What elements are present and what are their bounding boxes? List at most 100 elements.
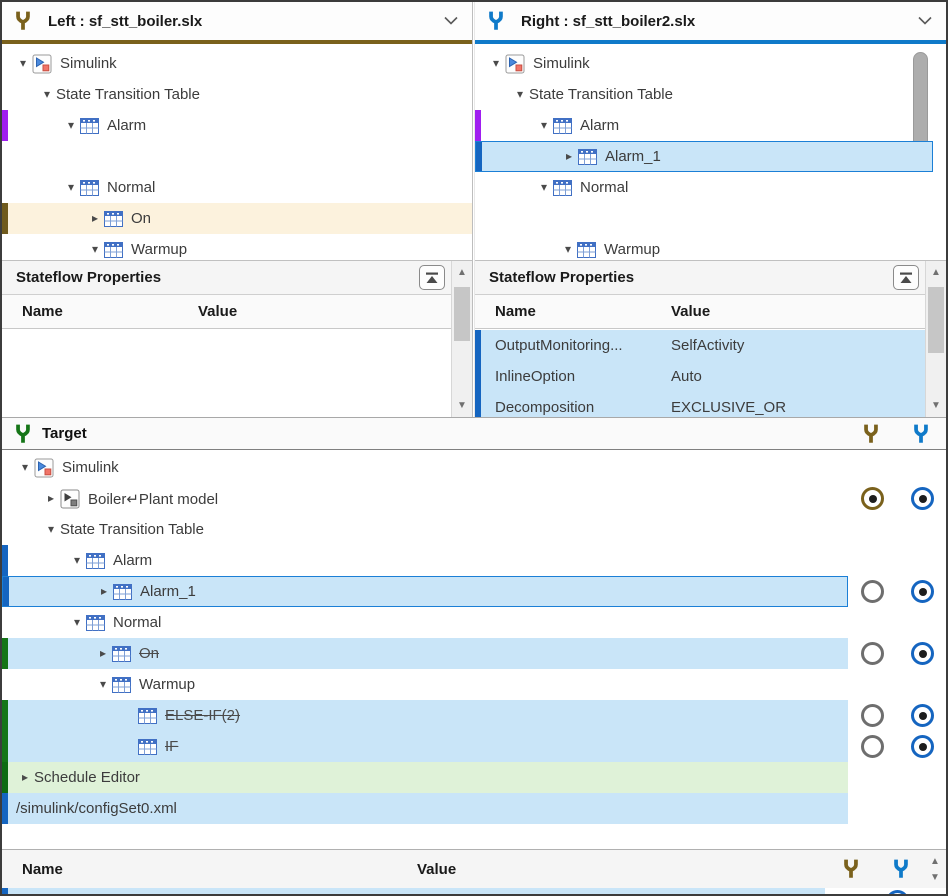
scroll-thumb[interactable]	[928, 287, 944, 353]
collapse-button[interactable]	[419, 265, 445, 290]
bottom-scrollbar[interactable]: ▲ ▼	[926, 854, 944, 888]
collapse-button[interactable]	[893, 265, 919, 290]
twisty-collapsed-icon[interactable]: ▸	[91, 211, 99, 225]
tree-row[interactable]: /simulink/configSet0.xml	[2, 793, 946, 824]
tree-row[interactable]: ▾ State Transition Table	[475, 79, 946, 110]
right-choice-column-icon[interactable]	[890, 858, 912, 880]
left-choice-column-icon[interactable]	[860, 423, 882, 445]
tree-row[interactable]: ▾Warmup	[2, 234, 472, 260]
props-row[interactable]: OutputMonitoring...SelfActivity	[475, 330, 925, 361]
row-label: State Transition Table	[529, 86, 673, 103]
twisty-expanded-icon[interactable]: ▾	[564, 242, 572, 256]
twisty-collapsed-icon[interactable]: ▸	[21, 770, 29, 784]
tree-row[interactable]: ▾Normal	[475, 172, 946, 203]
tree-row[interactable]: ▾Simulink	[2, 48, 472, 79]
left-choice-column-icon[interactable]	[840, 858, 862, 880]
row-band: /simulink/configSet0.xml	[2, 793, 848, 824]
tree-row[interactable]: ▾Normal	[2, 172, 472, 203]
radio-button-left[interactable]	[861, 642, 884, 665]
tree-row[interactable]: ▾State Transition Table	[2, 514, 946, 545]
tree-row[interactable]: ▾State Transition Table	[2, 79, 472, 110]
tree-row[interactable]: ▸On	[2, 638, 946, 669]
twisty-expanded-icon[interactable]: ▾	[67, 118, 75, 132]
tree-row[interactable]: ▸Boiler↵Plant model	[2, 483, 946, 514]
scroll-down-icon[interactable]: ▼	[931, 400, 941, 411]
twisty-expanded-icon[interactable]: ▾	[99, 677, 107, 691]
tree-row[interactable]: ▸On	[2, 203, 472, 234]
table-icon	[112, 676, 131, 693]
right-choice-column-icon[interactable]	[910, 423, 932, 445]
twisty-expanded-icon[interactable]: ▾	[91, 242, 99, 256]
tree-row[interactable]: ▾Simulink	[2, 452, 946, 483]
twisty-expanded-icon[interactable]: ▾	[19, 56, 27, 70]
left-accent-bar	[2, 40, 472, 44]
scroll-up-icon[interactable]: ▲	[930, 856, 940, 867]
tree-row[interactable]: ▾ Warmup	[2, 669, 946, 700]
scroll-down-icon[interactable]: ▼	[457, 400, 467, 411]
radio-button-left[interactable]	[861, 487, 884, 510]
left-props-scrollbar[interactable]: ▲ ▼	[451, 261, 472, 417]
radio-button-left[interactable]	[861, 704, 884, 727]
twisty-expanded-icon[interactable]: ▾	[73, 553, 81, 567]
bottom-props-partial-row[interactable]	[2, 888, 946, 894]
radio-button-right[interactable]	[911, 735, 934, 758]
twisty-collapsed-icon[interactable]: ▸	[100, 584, 108, 598]
tree-row[interactable]: ▾Alarm	[2, 545, 946, 576]
row-label: Warmup	[139, 676, 196, 693]
scroll-up-icon[interactable]: ▲	[457, 267, 467, 278]
radio-button-right[interactable]	[911, 642, 934, 665]
row-band: ▾Simulink	[2, 452, 848, 483]
twisty-collapsed-icon[interactable]: ▸	[47, 491, 55, 505]
twisty-expanded-icon[interactable]: ▾	[47, 522, 55, 536]
tree-row[interactable]: ▾Warmup	[475, 234, 946, 260]
diff-bar	[2, 793, 8, 824]
twisty-expanded-icon[interactable]: ▾	[540, 118, 548, 132]
left-props-header: Stateflow Properties	[2, 261, 472, 295]
tree-row[interactable]: ▸Alarm_1	[475, 141, 946, 172]
chevron-down-icon[interactable]	[444, 16, 458, 25]
left-file-header[interactable]: Left : sf_stt_boiler.slx	[2, 2, 472, 40]
right-file-panel: Right : sf_stt_boiler2.slx ▾Simulink▾Sta…	[475, 2, 946, 417]
radio-button-right[interactable]	[886, 890, 909, 894]
diff-bar	[2, 203, 8, 234]
scroll-thumb[interactable]	[454, 287, 470, 341]
right-props-scrollbar[interactable]: ▲ ▼	[925, 261, 946, 417]
radio-button-right[interactable]	[911, 580, 934, 603]
tree-row[interactable]: ▾Normal	[2, 607, 946, 638]
twisty-expanded-icon[interactable]: ▾	[21, 460, 29, 474]
col-header-value: Value	[671, 303, 711, 320]
tree-row[interactable]: IF	[2, 731, 946, 762]
radio-button-right[interactable]	[911, 704, 934, 727]
tree-row[interactable]: ▸Alarm_1	[2, 576, 946, 607]
row-band: ▾Warmup	[2, 234, 472, 260]
tree-row[interactable]: ▾Alarm	[475, 110, 946, 141]
scroll-down-icon[interactable]: ▼	[930, 872, 940, 883]
scroll-up-icon[interactable]: ▲	[931, 267, 941, 278]
twisty-collapsed-icon[interactable]: ▸	[99, 646, 107, 660]
twisty-expanded-icon[interactable]: ▾	[67, 180, 75, 194]
twisty-expanded-icon[interactable]: ▾	[516, 87, 524, 101]
tree-row[interactable]: ELSE-IF(2)	[2, 700, 946, 731]
right-file-header[interactable]: Right : sf_stt_boiler2.slx	[475, 2, 946, 40]
row-label: /simulink/configSet0.xml	[16, 800, 177, 817]
twisty-expanded-icon[interactable]: ▾	[492, 56, 500, 70]
row-label: Alarm	[107, 117, 147, 134]
left-file-panel: Left : sf_stt_boiler.slx ▾Simulink▾State…	[2, 2, 472, 417]
radio-button-left[interactable]	[861, 580, 884, 603]
radio-button-left[interactable]	[861, 735, 884, 758]
tree-row[interactable]: ▾Simulink	[475, 48, 946, 79]
twisty-expanded-icon[interactable]: ▾	[43, 87, 51, 101]
twisty-expanded-icon[interactable]: ▾	[540, 180, 548, 194]
tree-row[interactable]: ▾ Alarm	[2, 110, 472, 141]
tree-row[interactable]: ▸Schedule Editor	[2, 762, 946, 793]
twisty-collapsed-icon[interactable]: ▸	[565, 149, 573, 163]
table-icon	[578, 148, 597, 165]
diff-bar	[476, 142, 482, 171]
diff-bar	[2, 888, 8, 894]
chevron-down-icon[interactable]	[918, 16, 932, 25]
radio-button-right[interactable]	[911, 487, 934, 510]
row-band: ▸Boiler↵Plant model	[2, 483, 848, 514]
twisty-expanded-icon[interactable]: ▾	[73, 615, 81, 629]
